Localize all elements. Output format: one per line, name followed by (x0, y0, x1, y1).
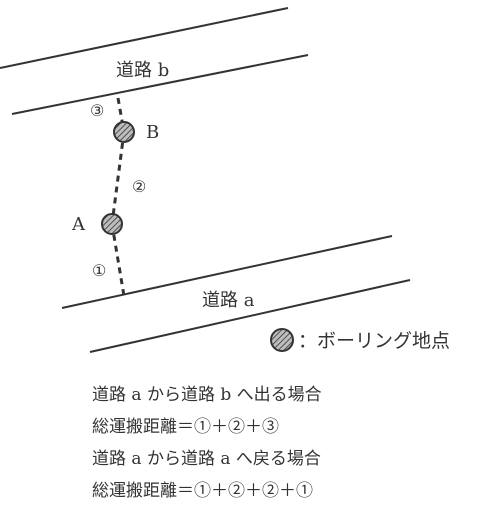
segment-3-label: ③ (90, 101, 104, 120)
point-b-label: B (146, 122, 159, 143)
segment-2-label: ② (132, 177, 146, 196)
point-a-label: A (71, 214, 86, 235)
route-segment-1 (110, 223, 126, 297)
note-line-4: 総運搬距離＝①＋②＋②＋① (92, 481, 313, 501)
note-line-2: 総運搬距離＝①＋②＋③ (92, 417, 279, 437)
route-segment-3 (116, 97, 126, 133)
road-a-label: 道路 a (202, 290, 255, 311)
route-segment-2 (110, 131, 126, 225)
road-a-lower-edge (89, 279, 411, 353)
road-b-lower-edge (11, 54, 309, 115)
road-a-upper-edge (61, 235, 393, 309)
road-b-label: 道路 b (116, 60, 169, 81)
boring-point-a (101, 213, 123, 235)
road-b-upper-edge (0, 7, 289, 69)
boring-point-b (113, 121, 135, 143)
legend-point-icon (270, 328, 294, 352)
note-line-1: 道路 a から道路 b へ出る場合 (92, 385, 322, 405)
legend-label: ：ボーリング地点 (298, 330, 450, 352)
segment-1-label: ① (92, 261, 106, 280)
note-line-3: 道路 a から道路 a へ戻る場合 (92, 449, 321, 469)
